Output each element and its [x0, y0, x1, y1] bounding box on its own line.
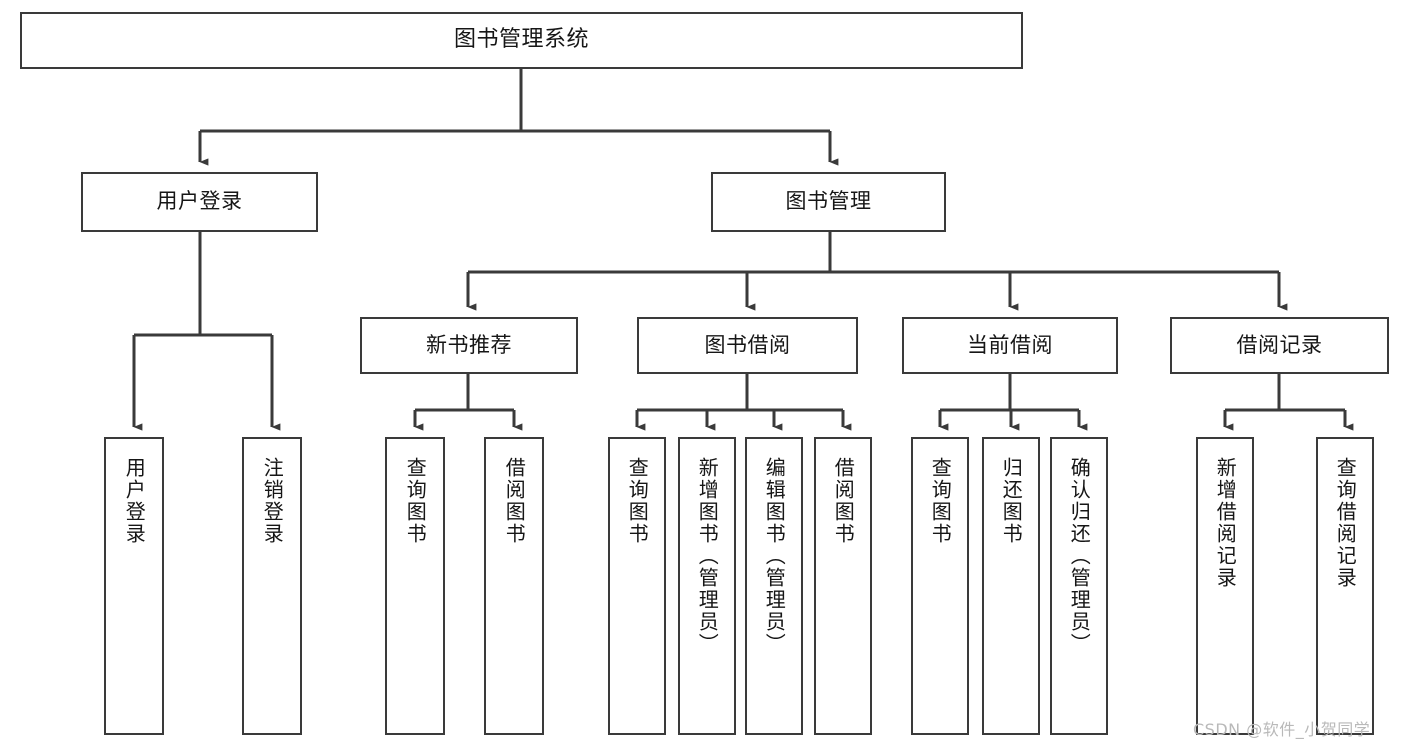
node-leaf-return-book[interactable]: 归还图书	[982, 437, 1040, 735]
node-leaf-user-login[interactable]: 用户登录	[104, 437, 164, 735]
node-leaf-logout[interactable]: 注销登录	[242, 437, 302, 735]
node-leaf-edit-book-label: 编辑图书（管理员）	[762, 457, 787, 655]
node-leaf-query-book-1[interactable]: 查询图书	[385, 437, 445, 735]
node-leaf-query-record-label: 查询借阅记录	[1333, 457, 1358, 589]
node-leaf-edit-book[interactable]: 编辑图书（管理员）	[745, 437, 803, 735]
node-root[interactable]: 图书管理系统	[20, 12, 1023, 69]
node-root-label: 图书管理系统	[453, 27, 589, 53]
node-book-borrow[interactable]: 图书借阅	[637, 317, 858, 374]
node-new-book-rec[interactable]: 新书推荐	[360, 317, 578, 374]
node-leaf-confirm-return-label: 确认归还（管理员）	[1067, 457, 1092, 655]
node-leaf-user-login-label: 用户登录	[122, 457, 147, 545]
node-leaf-query-book-3-label: 查询图书	[928, 457, 953, 545]
node-leaf-add-book-label: 新增图书（管理员）	[695, 457, 720, 655]
node-leaf-confirm-return[interactable]: 确认归还（管理员）	[1050, 437, 1108, 735]
node-leaf-borrow-book-1-label: 借阅图书	[502, 457, 527, 545]
node-leaf-add-record[interactable]: 新增借阅记录	[1196, 437, 1254, 735]
node-borrow-record[interactable]: 借阅记录	[1170, 317, 1389, 374]
node-leaf-borrow-book-2[interactable]: 借阅图书	[814, 437, 872, 735]
node-book-manage-label: 图书管理	[785, 189, 872, 214]
node-leaf-add-book[interactable]: 新增图书（管理员）	[678, 437, 736, 735]
node-book-manage[interactable]: 图书管理	[711, 172, 946, 232]
node-current-borrow-label: 当前借阅	[967, 332, 1053, 357]
node-leaf-return-book-label: 归还图书	[999, 457, 1024, 545]
node-leaf-query-book-3[interactable]: 查询图书	[911, 437, 969, 735]
node-current-borrow[interactable]: 当前借阅	[902, 317, 1118, 374]
node-leaf-borrow-book-2-label: 借阅图书	[831, 457, 856, 545]
csdn-watermark: CSDN @软件_小贺同学	[1193, 720, 1371, 739]
node-leaf-query-book-2-label: 查询图书	[625, 457, 650, 545]
node-leaf-query-book-2[interactable]: 查询图书	[608, 437, 666, 735]
node-borrow-record-label: 借阅记录	[1236, 332, 1323, 357]
node-new-book-rec-label: 新书推荐	[426, 332, 512, 357]
node-leaf-logout-label: 注销登录	[260, 457, 285, 545]
node-book-borrow-label: 图书借阅	[704, 332, 791, 357]
node-user-login-label: 用户登录	[156, 189, 243, 214]
node-leaf-query-record[interactable]: 查询借阅记录	[1316, 437, 1374, 735]
node-leaf-add-record-label: 新增借阅记录	[1213, 457, 1238, 589]
node-leaf-query-book-1-label: 查询图书	[403, 457, 428, 545]
node-user-login[interactable]: 用户登录	[81, 172, 318, 232]
node-leaf-borrow-book-1[interactable]: 借阅图书	[484, 437, 544, 735]
